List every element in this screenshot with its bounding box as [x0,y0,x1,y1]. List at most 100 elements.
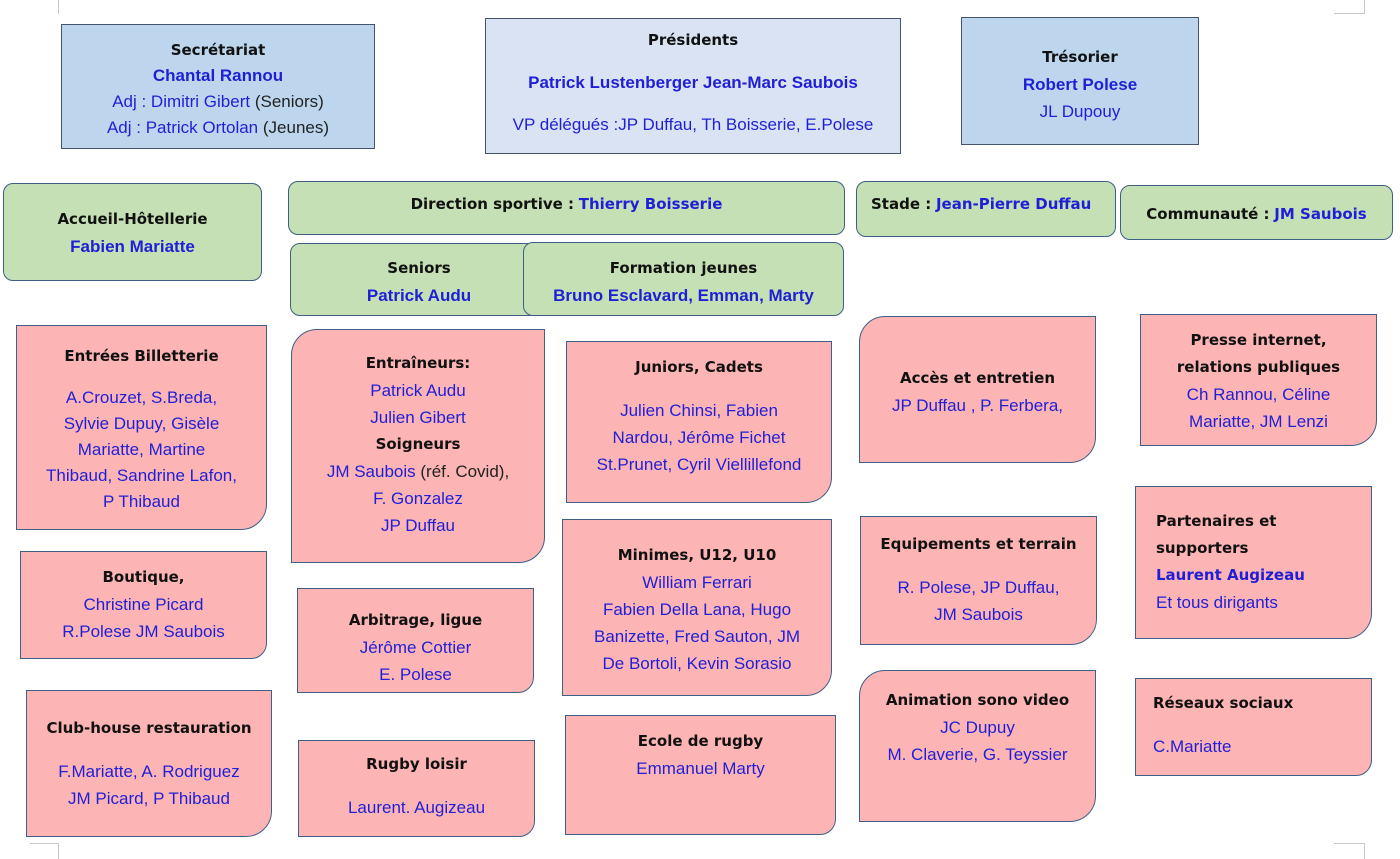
partenaires-title2: supporters [1156,539,1249,557]
entrees-title: Entrées Billetterie [64,347,219,365]
minimes-line: De Bortoli, Kevin Sorasio [602,654,792,673]
clubhouse-title: Club-house restauration [46,719,252,737]
arbitrage-line: Jérôme Cottier [359,638,472,657]
presidents-vp: VP délégués :JP Duffau, Th Boisserie, E.… [512,115,874,134]
minimes-box: Minimes, U12, U10 William Ferrari Fabien… [562,519,832,696]
presidents-names: Patrick Lustenberger Jean-Marc Saubois [528,73,858,92]
communaute-label: Communauté : [1146,205,1270,223]
ecole-line: Emmanuel Marty [636,759,765,778]
clubhouse-box: Club-house restauration F.Mariatte, A. R… [26,690,272,837]
partenaires-title: Partenaires et [1156,512,1277,530]
presse-line: Mariatte, JM Lenzi [1189,412,1328,431]
presse-box: Presse internet, relations publiques Ch … [1140,314,1377,446]
secretariat-adj1: Adj : Dimitri Gibert [112,92,251,111]
minimes-line: William Ferrari [642,573,752,592]
animation-line: JC Dupuy [940,718,1015,737]
arbitrage-line: E. Polese [379,665,452,684]
stade-label: Stade : [871,195,932,213]
secretariat-title: Secrétariat [170,41,266,59]
equipements-line: R. Polese, JP Duffau, [897,578,1060,597]
boutique-title: Boutique, [102,568,185,586]
accueil-box: Accueil-Hôtellerie Fabien Mariatte [3,183,262,281]
rugbyloisir-title: Rugby loisir [366,755,467,773]
entraineurs-line: Patrick Audu [370,381,466,400]
partenaires-name: Laurent Augizeau [1156,566,1305,584]
seniors-name: Patrick Audu [366,286,472,305]
seniors-title: Seniors [387,259,451,277]
seniors-box: Seniors Patrick Audu [290,243,548,316]
crop-mark [1334,843,1364,844]
direction-label: Direction sportive : [410,195,575,213]
acces-title: Accès et entretien [899,369,1056,387]
minimes-line: Banizette, Fred Sauton, JM [594,627,800,646]
boutique-box: Boutique, Christine Picard R.Polese JM S… [20,551,267,659]
crop-mark [30,843,58,844]
arbitrage-box: Arbitrage, ligue Jérôme Cottier E. Poles… [297,588,534,693]
entrees-line: A.Crouzet, S.Breda, [65,388,218,407]
ecole-box: Ecole de rugby Emmanuel Marty [565,715,836,835]
direction-box: Direction sportive : Thierry Boisserie [288,181,845,235]
ecole-title: Ecole de rugby [637,732,764,750]
animation-line: M. Claverie, G. Teyssier [887,745,1068,764]
partenaires-line: Et tous dirigants [1156,593,1278,612]
tresorier-line2: JL Dupouy [1039,102,1121,121]
juniors-title: Juniors, Cadets [635,358,763,376]
secretariat-adj1-note: (Seniors) [254,92,324,111]
reseaux-title: Réseaux sociaux [1153,694,1294,712]
rugbyloisir-line: Laurent. Augizeau [347,798,486,817]
clubhouse-line: F.Mariatte, A. Rodriguez [58,762,240,781]
minimes-title: Minimes, U12, U10 [617,546,777,564]
equipements-line: JM Saubois [934,605,1023,624]
accueil-name: Fabien Mariatte [70,237,195,256]
presidents-title: Présidents [647,31,739,49]
minimes-line: Fabien Della Lana, Hugo [602,600,792,619]
animation-title: Animation sono video [885,691,1070,709]
entrees-box: Entrées Billetterie A.Crouzet, S.Breda, … [16,325,267,530]
secretariat-adj2-note: (Jeunes) [262,118,330,137]
boutique-line: Christine Picard [83,595,204,614]
formation-name: Bruno Esclavard, Emman, Marty [553,286,814,305]
secretariat-adj2: Adj : Patrick Ortolan [106,118,259,137]
tresorier-box: Trésorier Robert Polese JL Dupouy [961,17,1199,145]
soigneurs-line: JP Duffau [380,516,456,535]
arbitrage-title: Arbitrage, ligue [348,611,483,629]
presse-title: Presse internet, [1190,331,1327,349]
entraineurs-box: Entraîneurs: Patrick Audu Julien Gibert … [291,329,545,563]
tresorier-name: Robert Polese [1022,75,1138,94]
soigneurs-title: Soigneurs [375,435,461,453]
crop-mark [1364,843,1365,859]
tresorier-title: Trésorier [1042,48,1118,66]
presidents-box: Présidents Patrick Lustenberger Jean-Mar… [485,18,901,154]
entrees-line: Mariatte, Martine [77,440,206,459]
crop-mark [58,843,59,859]
entrees-line: Sylvie Dupuy, Gisèle [63,414,220,433]
presse-line: Ch Rannou, Céline [1186,385,1331,404]
crop-mark [1334,13,1364,14]
soigneurs-line: JM Saubois [326,462,416,481]
secretariat-box: Secrétariat Chantal Rannou Adj : Dimitri… [61,24,375,149]
formation-box: Formation jeunes Bruno Esclavard, Emman,… [523,242,844,316]
reseaux-box: Réseaux sociaux C.Mariatte [1135,678,1372,776]
direction-name: Thierry Boisserie [578,195,723,213]
acces-line: JP Duffau , P. Ferbera, [891,396,1064,415]
acces-box: Accès et entretien JP Duffau , P. Ferber… [859,316,1096,463]
equipements-box: Equipements et terrain R. Polese, JP Duf… [860,516,1097,645]
communaute-box: Communauté : JM Saubois [1120,185,1393,240]
formation-title: Formation jeunes [609,259,758,277]
partenaires-box: Partenaires et supporters Laurent Augize… [1135,486,1372,639]
clubhouse-line: JM Picard, P Thibaud [68,789,230,808]
crop-mark [58,0,59,14]
juniors-line: St.Prunet, Cyril Viellillefond [596,455,802,474]
equipements-title: Equipements et terrain [880,535,1077,553]
rugbyloisir-box: Rugby loisir Laurent. Augizeau [298,740,535,837]
soigneurs-line: F. Gonzalez [373,489,463,508]
boutique-line: R.Polese JM Saubois [62,622,225,641]
entraineurs-title: Entraîneurs: [365,354,471,372]
presse-title2: relations publiques [1176,358,1341,376]
entraineurs-line: Julien Gibert [370,408,466,427]
communaute-name: JM Saubois [1274,205,1367,223]
juniors-line: Julien Chinsi, Fabien [620,401,778,420]
juniors-box: Juniors, Cadets Julien Chinsi, Fabien Na… [566,341,832,503]
crop-mark [1364,0,1365,14]
animation-box: Animation sono video JC Dupuy M. Claveri… [859,670,1096,822]
